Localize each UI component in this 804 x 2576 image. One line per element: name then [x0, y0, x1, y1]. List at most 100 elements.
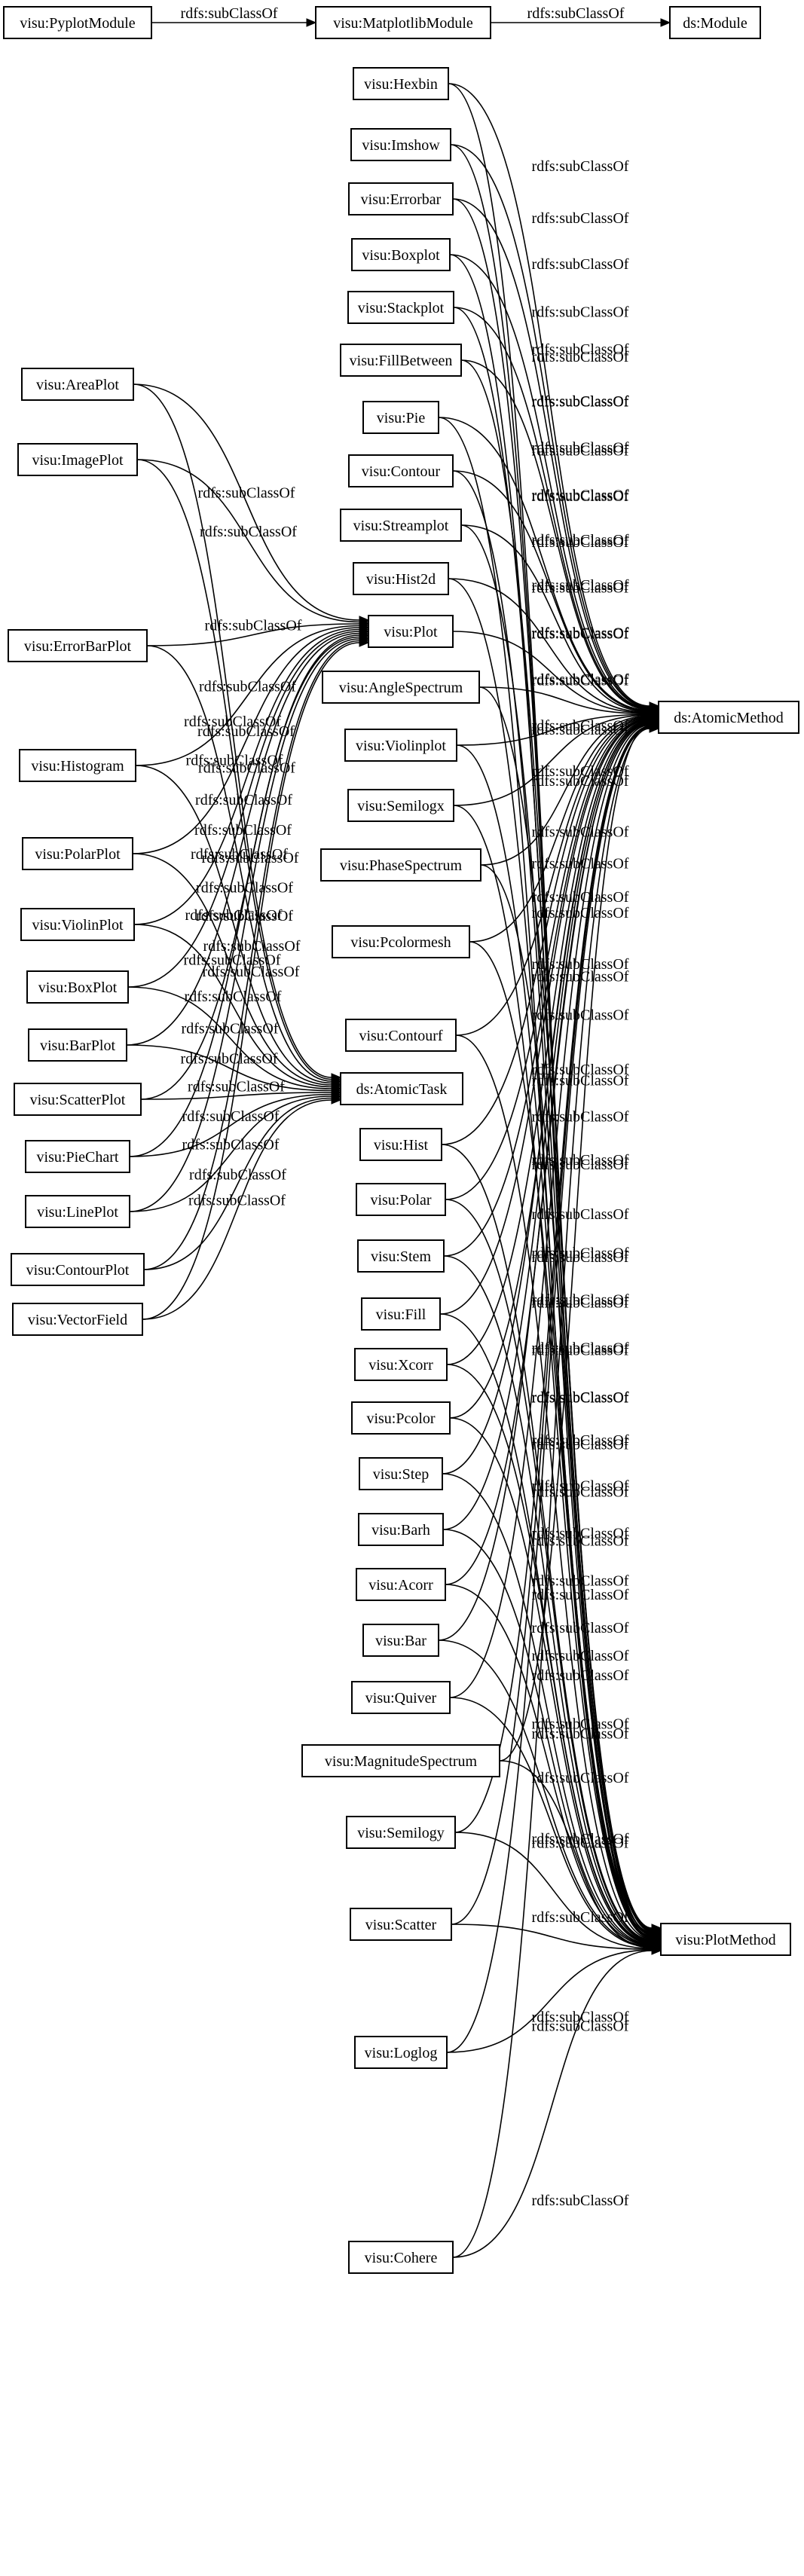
- node-plot: visu:Plot: [368, 615, 454, 648]
- edge-line: [146, 645, 332, 1082]
- node-label: visu:MatplotlibModule: [333, 15, 473, 32]
- edge-label: rdfs:subClassOf: [532, 1526, 629, 1542]
- edge-label: rdfs:subClassOf: [532, 626, 629, 643]
- node-label: visu:VectorField: [28, 1312, 127, 1328]
- node-atomictask: ds:AtomicTask: [340, 1072, 463, 1105]
- node-label: ds:Module: [683, 15, 747, 32]
- edge-line: [449, 1417, 653, 1945]
- edge-line: [135, 765, 332, 1084]
- arrowhead: [359, 638, 370, 647]
- edge-imageplot-to-plot: rdfs:subClassOf: [136, 459, 370, 627]
- node-box: [354, 1348, 448, 1381]
- node-barh: visu:Barh: [358, 1513, 444, 1546]
- edge-label: rdfs:subClassOf: [532, 1389, 629, 1406]
- edge-label: rdfs:subClassOf: [532, 1108, 629, 1125]
- node-box: [348, 454, 454, 487]
- node-hexbin: visu:Hexbin: [353, 67, 449, 100]
- edge-label: rdfs:subClassOf: [532, 158, 629, 175]
- node-contour: visu:Contour: [348, 454, 454, 487]
- node-stem: visu:Stem: [357, 1239, 445, 1273]
- edge-fillbetween-to-plotmethod: rdfs:subClassOf: [460, 359, 662, 1936]
- edge-label: rdfs:subClassOf: [532, 580, 629, 597]
- edge-label: rdfs:subClassOf: [189, 1166, 286, 1183]
- edge-label: rdfs:subClassOf: [532, 393, 629, 410]
- edge-errorbarplot-to-plot: rdfs:subClassOf: [146, 618, 370, 646]
- node-label: visu:Cohere: [365, 2250, 438, 2266]
- edge-label: rdfs:subClassOf: [532, 487, 629, 504]
- node-box: [19, 749, 136, 782]
- edge-line: [133, 924, 332, 1088]
- node-label: visu:Quiver: [365, 1690, 437, 1707]
- edge-line: [445, 1584, 653, 1947]
- node-label: visu:FillBetween: [350, 353, 453, 369]
- node-label: visu:ImagePlot: [32, 452, 124, 469]
- edge-line: [450, 144, 650, 707]
- arrowhead: [331, 1095, 342, 1105]
- edge-line: [449, 724, 650, 1698]
- node-box: [362, 1624, 439, 1657]
- arrowhead: [306, 18, 317, 27]
- edge-label: rdfs:subClassOf: [532, 625, 629, 641]
- edge-line: [453, 307, 650, 710]
- node-pyplotmodule: visu:PyplotModule: [3, 6, 152, 39]
- node-label: visu:Contourf: [359, 1028, 442, 1044]
- node-label: visu:Pcolor: [366, 1410, 435, 1427]
- edge-label: rdfs:subClassOf: [532, 440, 629, 457]
- edge-label: rdfs:subClassOf: [532, 1620, 629, 1636]
- edge-line: [446, 1949, 653, 2053]
- node-areaplot: visu:AreaPlot: [21, 368, 134, 401]
- node-atomicmethod: ds:AtomicMethod: [658, 701, 799, 734]
- node-histogram: visu:Histogram: [19, 749, 136, 782]
- edge-polar-to-atomicmethod: rdfs:subClassOf: [445, 714, 660, 1200]
- edge-label: rdfs:subClassOf: [532, 672, 629, 689]
- node-box: [361, 1297, 441, 1331]
- node-box: [320, 848, 481, 882]
- edge-magnitudespectrum-to-atomicmethod: rdfs:subClassOf: [499, 721, 660, 1762]
- node-matplotlibmodule: visu:MatplotlibModule: [315, 6, 491, 39]
- node-label: visu:Hist2d: [366, 571, 436, 588]
- edge-line: [439, 719, 650, 1315]
- edge-boxplot-to-atomicmethod: rdfs:subClassOf: [449, 254, 660, 713]
- edge-label: rdfs:subClassOf: [181, 5, 278, 22]
- edge-line: [127, 631, 360, 988]
- edge-label: rdfs:subClassOf: [532, 1587, 629, 1603]
- edge-line: [126, 1044, 332, 1092]
- node-loglog: visu:Loglog: [354, 2036, 448, 2069]
- edge-line: [129, 1093, 332, 1157]
- node-box: [353, 67, 449, 100]
- edge-line: [446, 720, 650, 1365]
- node-box: [340, 509, 462, 542]
- edge-label: rdfs:subClassOf: [532, 1667, 629, 1684]
- node-label: visu:Pcolormesh: [350, 934, 451, 951]
- node-label: visu:Histogram: [31, 758, 124, 775]
- edge-line: [443, 719, 650, 1257]
- node-stackplot: visu:Stackplot: [347, 291, 454, 324]
- edge-line: [438, 1639, 653, 1947]
- edge-line: [443, 1255, 653, 1942]
- edge-line: [453, 714, 650, 806]
- node-box: [658, 701, 799, 734]
- node-polarplot: visu:PolarPlot: [22, 837, 133, 870]
- edge-piechart-to-plot: rdfs:subClassOf: [129, 632, 370, 1157]
- edge-line: [446, 1364, 653, 1944]
- edge-line: [448, 83, 650, 707]
- edge-label: rdfs:subClassOf: [532, 1294, 629, 1311]
- node-box: [301, 1744, 500, 1777]
- node-box: [322, 671, 480, 704]
- edge-line: [478, 686, 653, 1936]
- edge-line: [480, 715, 650, 866]
- edge-polarplot-to-plot: rdfs:subClassOf: [132, 623, 370, 854]
- node-step: visu:Step: [359, 1457, 443, 1490]
- edge-label: rdfs:subClassOf: [182, 1021, 279, 1037]
- edge-label: rdfs:subClassOf: [203, 964, 300, 980]
- edge-label: rdfs:subClassOf: [532, 341, 629, 358]
- node-box: [25, 1140, 130, 1173]
- node-cohere: visu:Cohere: [348, 2241, 454, 2274]
- node-box: [340, 344, 462, 377]
- node-label: visu:Boxplot: [362, 247, 440, 264]
- node-box: [21, 368, 134, 401]
- edge-line: [448, 578, 650, 714]
- edge-label: rdfs:subClassOf: [532, 1909, 629, 1926]
- node-boxplot_task: visu:BoxPlot: [26, 970, 129, 1004]
